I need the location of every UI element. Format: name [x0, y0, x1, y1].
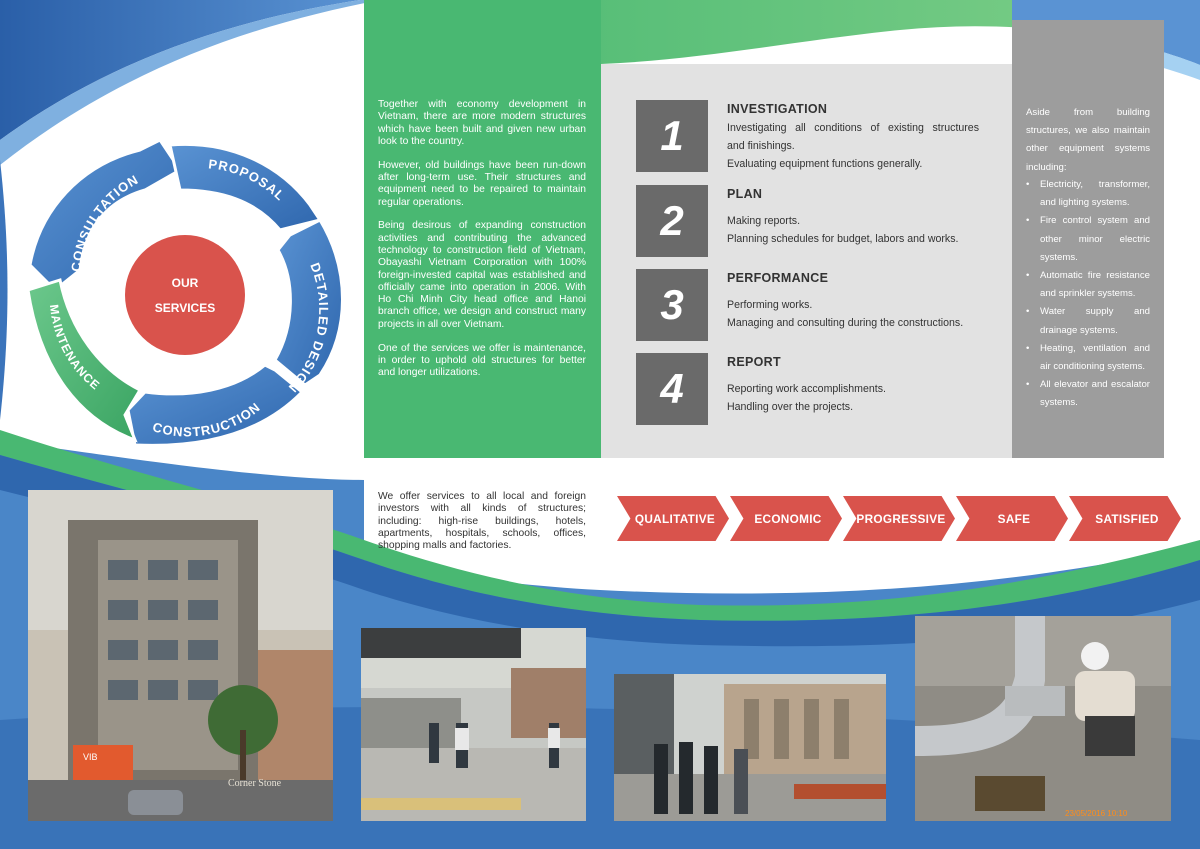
- photo-site-inspection: [361, 628, 586, 821]
- list-item: Heating, ventilation and air conditionin…: [1026, 340, 1150, 376]
- value-chevron-economic: ECONOMIC: [730, 496, 842, 541]
- step-line: and finishings.: [727, 140, 795, 152]
- intro-paragraph: One of the services we offer is maintena…: [378, 342, 586, 379]
- step-plan: 2 PLAN Making reports. Planning schedule…: [636, 185, 990, 257]
- intro-paragraph: Together with economy development in Vie…: [378, 99, 586, 147]
- step-line: Investigating all conditions of existing…: [727, 122, 979, 134]
- value-chevron-qualitative: QUALITATIVE: [617, 496, 729, 541]
- services-wheel: CONSULTATION PROPOSAL DETAILED DESIGN CO…: [26, 138, 344, 447]
- building-sign: Corner Stone: [228, 778, 282, 789]
- value-label: ECONOMIC: [754, 511, 822, 526]
- list-item: Electricity, transformer, and lighting s…: [1026, 176, 1150, 212]
- list-item: Water supply and drainage systems.: [1026, 303, 1150, 339]
- step-line: Performing works.: [727, 299, 813, 311]
- step-number: 3: [636, 269, 708, 341]
- step-line: Evaluating equipment functions generally…: [727, 158, 923, 170]
- value-label: QUALITATIVE: [634, 511, 716, 526]
- step-performance: 3 PERFORMANCE Performing works. Managing…: [636, 269, 990, 341]
- photo-office-building: VIB Corner Stone: [28, 490, 333, 821]
- segment-consultation: [28, 138, 183, 293]
- step-number: 1: [636, 100, 708, 172]
- segment-construction: [126, 363, 305, 447]
- list-item: All elevator and escalator systems.: [1026, 376, 1150, 412]
- step-report: 4 REPORT Reporting work accomplishments.…: [636, 353, 990, 425]
- photo-pipe-maintenance: 23/05/2016 10:10: [915, 616, 1171, 821]
- services-center: [125, 235, 245, 355]
- center-line-2: SERVICES: [155, 301, 215, 315]
- step-number: 4: [636, 353, 708, 425]
- equipment-intro: Aside from building structures, we also …: [1026, 107, 1150, 173]
- value-label: PROGRESSIVE: [856, 511, 946, 526]
- step-line: Reporting work accomplishments.: [727, 383, 886, 395]
- segment-proposal: [168, 142, 323, 232]
- list-item: Automatic fire resistance and sprinkler …: [1026, 267, 1150, 303]
- value-label: SAFE: [997, 511, 1031, 526]
- value-chevron-safe: SAFE: [956, 496, 1068, 541]
- bank-logo: VIB: [83, 752, 98, 762]
- step-line: Managing and consulting during the const…: [727, 317, 964, 329]
- step-investigation: 1 INVESTIGATION Investigating all condit…: [636, 100, 990, 172]
- value-chevron-satisfied: SATISFIED: [1069, 496, 1181, 541]
- step-line: Planning schedules for budget, labors an…: [727, 233, 959, 245]
- offer-text: We offer services to all local and forei…: [378, 491, 586, 552]
- intro-text: Together with economy development in Vie…: [378, 99, 586, 391]
- intro-column: [364, 0, 601, 458]
- center-line-1: OUR: [172, 276, 199, 290]
- step-title: INVESTIGATION: [727, 102, 828, 116]
- step-line: Making reports.: [727, 215, 801, 227]
- value-chevron-progressive: PROGRESSIVE: [843, 496, 955, 541]
- step-number: 2: [636, 185, 708, 257]
- intro-paragraph: However, old buildings have been run-dow…: [378, 159, 586, 208]
- photo-rooftop-visit: [614, 674, 886, 821]
- list-item: Fire control system and other minor elec…: [1026, 212, 1150, 267]
- step-title: PLAN: [727, 187, 763, 201]
- segment-maintenance: [26, 278, 143, 443]
- step-line: Handling over the projects.: [727, 401, 854, 413]
- intro-paragraph: Being desirous of expanding construction…: [378, 220, 586, 330]
- step-title: PERFORMANCE: [727, 271, 829, 285]
- step-title: REPORT: [727, 355, 781, 369]
- equipment-list: Electricity, transformer, and lighting s…: [1026, 176, 1150, 413]
- segment-detailed-design: [273, 218, 344, 387]
- photo-timestamp: 23/05/2016 10:10: [1065, 809, 1128, 818]
- value-label: SATISFIED: [1095, 511, 1159, 526]
